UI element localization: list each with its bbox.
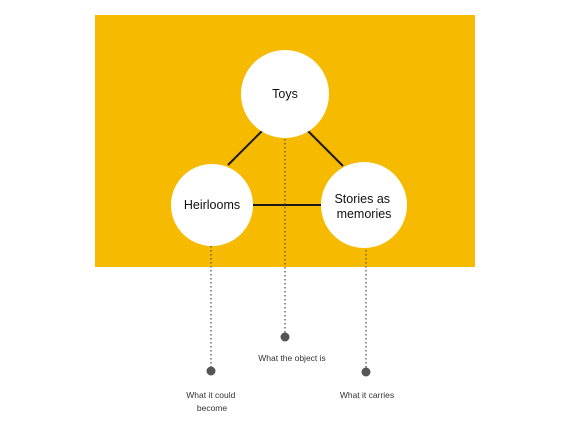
node-toys: Toys — [241, 50, 329, 138]
node-label-stories: Stories as memories — [334, 192, 393, 221]
endpoint-dot-become — [206, 366, 216, 376]
endpoint-dot-object — [280, 332, 290, 342]
node-circle-heirlooms — [171, 164, 253, 246]
caption-line: What it could — [186, 390, 235, 400]
node-label-line: Stories as — [334, 192, 390, 206]
edge-toys-heirlooms — [227, 130, 263, 166]
node-label-line: Toys — [272, 87, 298, 101]
caption-line: What the object is — [258, 353, 326, 363]
node-stories: Stories as memories — [321, 162, 407, 248]
caption-object: What the object is — [258, 353, 326, 363]
caption-carries: What it carries — [340, 390, 394, 400]
node-label-line: memories — [337, 207, 392, 221]
caption-become: What it could become — [186, 390, 238, 413]
edge-toys-stories — [306, 129, 344, 167]
node-label-heirlooms: Heirlooms — [184, 198, 240, 212]
node-circle-stories — [321, 162, 407, 248]
caption-line: become — [197, 403, 228, 413]
node-heirlooms: Heirlooms — [171, 164, 253, 246]
caption-line: What it carries — [340, 390, 394, 400]
node-circle-toys — [241, 50, 329, 138]
node-label-line: Heirlooms — [184, 198, 240, 212]
endpoint-dot-carries — [361, 367, 371, 377]
node-label-toys: Toys — [272, 87, 298, 101]
